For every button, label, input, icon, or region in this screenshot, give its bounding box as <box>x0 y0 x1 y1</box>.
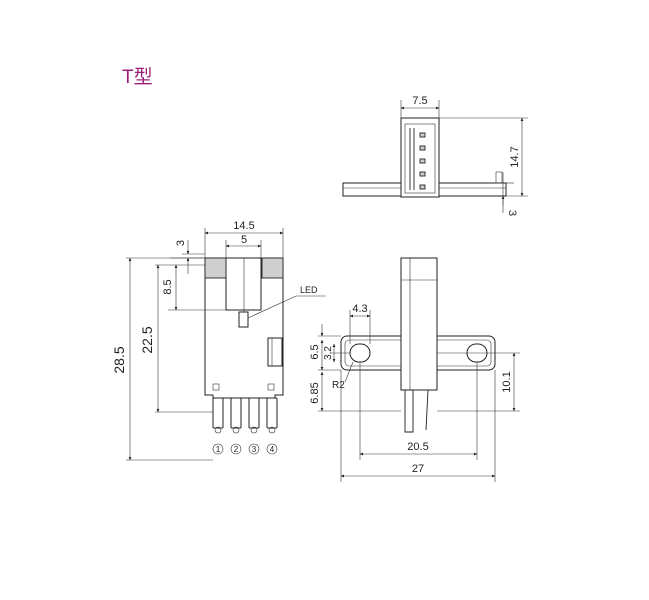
diagram-title: T型 <box>122 67 153 88</box>
pin-label-1: 1 <box>216 445 221 454</box>
dim-side-total-length: 27 <box>412 463 424 475</box>
dim-side-3-2: 3.2 <box>323 346 334 360</box>
led-window <box>238 311 249 328</box>
pins <box>212 397 278 434</box>
dim-side-hole-pitch: 20.5 <box>407 441 428 453</box>
top-view-body <box>400 117 440 198</box>
led-label: LED <box>300 285 318 295</box>
pin-label-4: 4 <box>270 445 275 454</box>
dim-front-total-height: 28.5 <box>111 346 127 373</box>
dim-top-height: 14.7 <box>509 146 521 167</box>
dim-side-hole-width: 4.3 <box>352 303 367 315</box>
dim-top-width: 7.5 <box>412 95 427 107</box>
dim-side-6-85: 6.85 <box>309 382 321 403</box>
front-view-slot <box>225 257 262 311</box>
side-view: 4.3 6.5 3.2 6.85 R2 10.1 20.5 27 <box>309 257 520 482</box>
side-view-body <box>400 257 438 391</box>
dim-side-6-5: 6.5 <box>309 344 321 359</box>
dim-side-10-1: 10.1 <box>501 371 513 392</box>
dim-side-radius: R2 <box>332 380 345 391</box>
dim-front-optical-axis: 22.5 <box>139 326 155 353</box>
dim-top-flange: 3 <box>506 210 518 216</box>
dim-front-slot-width: 5 <box>241 234 247 246</box>
dim-front-total-width: 14.5 <box>233 220 254 232</box>
dim-front-slot-depth: 8.5 <box>162 279 174 294</box>
pin-label-3: 3 <box>252 445 257 454</box>
mount-hole-left <box>349 343 371 363</box>
dim-front-top-gap: 3 <box>175 240 187 246</box>
top-view: 7.5 14.7 3 <box>342 95 528 216</box>
pin-label-2: 2 <box>234 445 239 454</box>
front-view: 1 2 3 4 14.5 5 3 8.5 22.5 28.5 <box>111 220 326 461</box>
